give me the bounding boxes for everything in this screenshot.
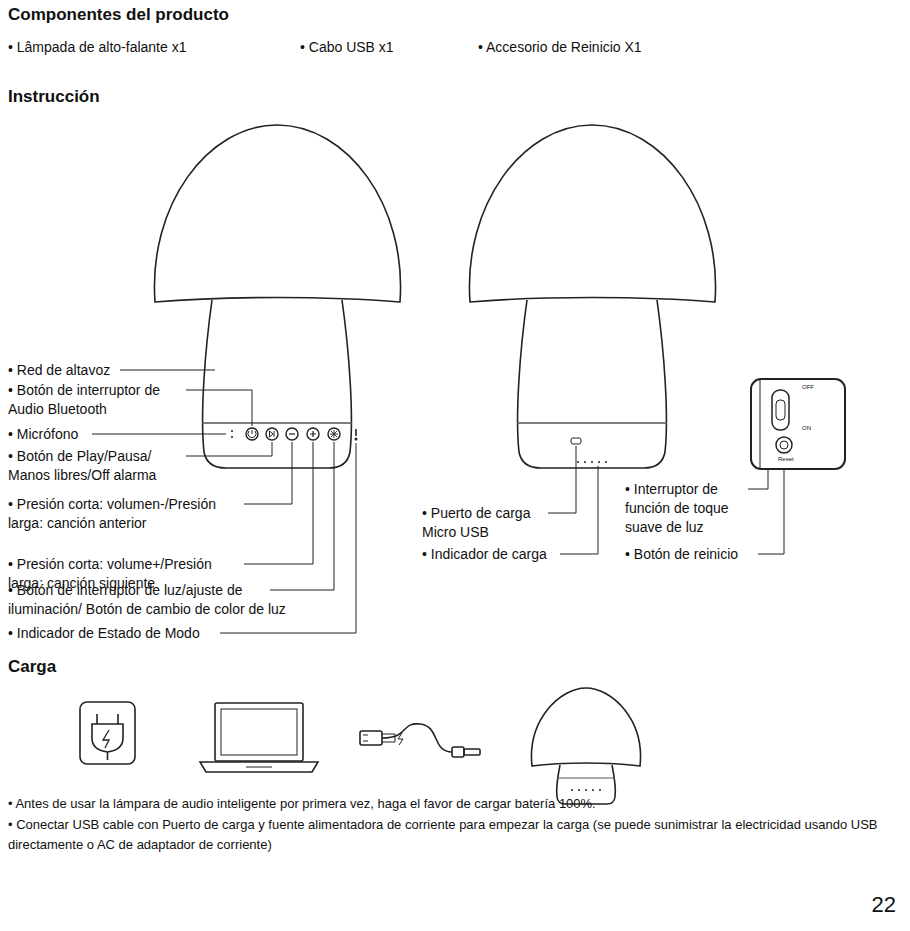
switch-label: OFF	[802, 384, 814, 391]
callout-label: • Red de altavoz	[8, 361, 110, 380]
instruction-note: • Conectar USB cable con Puerto de carga…	[8, 815, 888, 855]
callout-label: • Botón de reinicio	[625, 545, 738, 564]
callout-label: • Puerto de carga Micro USB	[422, 504, 546, 542]
callout-label: • Botón de interruptor de luz/ajuste de …	[8, 581, 308, 619]
lamp-front	[154, 125, 400, 468]
callout-label: • Indicador de Estado de Modo	[8, 624, 200, 643]
section-heading: Instrucción	[8, 86, 100, 107]
lamp-back	[469, 125, 715, 468]
component-item: • Lâmpada de alto-falante x1	[8, 38, 186, 57]
button-label: Reset	[778, 456, 794, 463]
section-heading: Carga	[8, 656, 56, 677]
component-item: • Cabo USB x1	[300, 38, 394, 57]
page-number: 22	[872, 892, 896, 918]
callout-label: • Presión corta: volumen-/Presión larga:…	[8, 495, 242, 533]
inset-outline	[750, 378, 846, 470]
switch-inset: OFF ON Reset	[750, 378, 846, 470]
component-item: • Accesorio de Reinicio X1	[478, 38, 642, 57]
callout-label: • Botón de Play/Pausa/ Manos libres/Off …	[8, 447, 184, 485]
callout-label: • Indicador de carga	[422, 545, 547, 564]
callout-label: • Botón de interruptor de Audio Bluetoot…	[8, 381, 184, 419]
switch-label: ON	[802, 425, 811, 432]
charging-icons	[80, 688, 641, 804]
page-heading: Componentes del producto	[8, 4, 229, 25]
callout-label: • Interruptor de función de toque suave …	[625, 480, 747, 537]
callout-label: • Micrófono	[8, 425, 78, 444]
instruction-note: • Antes de usar la lámpara de audio inte…	[8, 794, 903, 814]
